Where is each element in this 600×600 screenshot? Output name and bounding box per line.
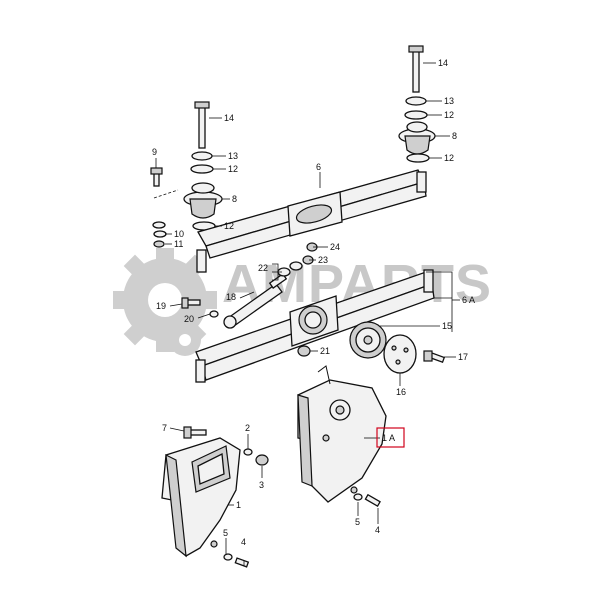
callout-15: 15 (442, 321, 452, 331)
bracket-1 (161, 437, 241, 558)
callout-16: 16 (396, 387, 406, 397)
bushings (277, 242, 318, 277)
callout-13: 13 (444, 96, 454, 106)
bracket-1a (297, 365, 387, 503)
callout-12: 12 (228, 164, 238, 174)
callout-14: 14 (438, 58, 448, 68)
callout-6: 6 (316, 162, 321, 172)
callout-8: 8 (232, 194, 237, 204)
callout-23: 23 (318, 255, 328, 265)
callout-6a: 6 A (462, 295, 475, 305)
callout-17: 17 (458, 352, 468, 362)
lower-crossmember (195, 269, 435, 383)
callout-7: 7 (162, 423, 167, 433)
callout-21: 21 (320, 346, 330, 356)
callout-5: 5 (355, 517, 360, 527)
callout-4: 4 (375, 525, 380, 535)
cover-plate (383, 334, 417, 374)
left-small-hardware (150, 167, 179, 248)
callout-12: 12 (444, 110, 454, 120)
callout-1a: 1 A (382, 433, 395, 443)
callout-4: 4 (241, 537, 246, 547)
callout-12: 12 (224, 221, 234, 231)
nut-21 (297, 345, 311, 357)
callout-10: 10 (174, 229, 184, 239)
leader-lines (155, 62, 460, 566)
callout-19: 19 (156, 301, 166, 311)
lower-bolts (223, 493, 381, 568)
highlight-box (376, 427, 405, 448)
callout-8: 8 (452, 131, 457, 141)
callout-18: 18 (226, 292, 236, 302)
callout-labels: 14 13 12 8 12 14 13 12 8 12 9 6 10 11 24… (152, 58, 475, 547)
callout-2: 2 (245, 423, 250, 433)
small-gear-icon (169, 324, 201, 356)
callout-1: 1 (236, 500, 241, 510)
callout-9: 9 (152, 147, 157, 157)
callout-5: 5 (223, 528, 228, 538)
washer-nut-2-3 (243, 448, 269, 466)
callout-20: 20 (184, 314, 194, 324)
callout-22: 22 (258, 263, 268, 273)
callout-14: 14 (224, 113, 234, 123)
upper-crossmember (196, 169, 427, 273)
callout-24: 24 (330, 242, 340, 252)
callout-13: 13 (228, 151, 238, 161)
bolt-7 (183, 426, 207, 439)
callout-3: 3 (259, 480, 264, 490)
callout-11: 11 (174, 239, 183, 249)
bolt-19 (181, 297, 219, 318)
pulley (349, 321, 387, 359)
callout-12: 12 (444, 153, 454, 163)
right-mount-stack (398, 45, 436, 163)
bolt-17 (423, 350, 446, 364)
left-mount-stack (183, 101, 223, 231)
